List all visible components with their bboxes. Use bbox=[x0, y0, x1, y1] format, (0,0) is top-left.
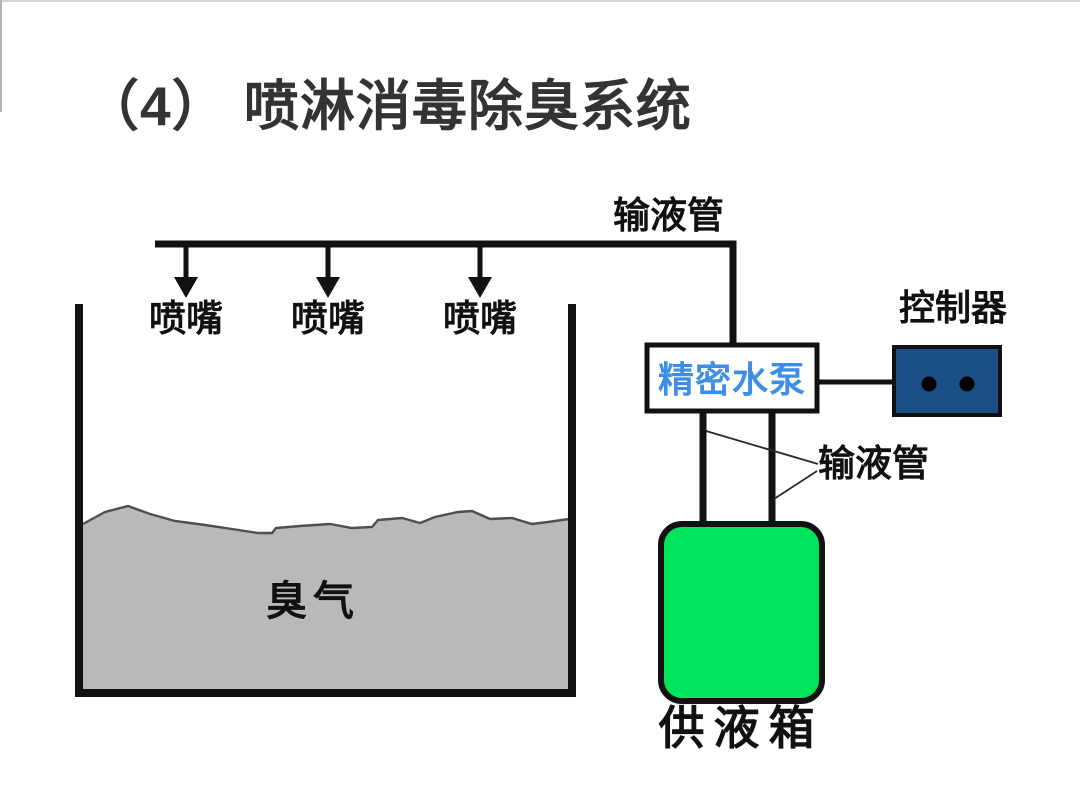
nozzle-arrow-3 bbox=[468, 247, 492, 298]
supply-pipe-lower-label: 输液管 bbox=[818, 443, 929, 484]
controller-dot-left bbox=[921, 376, 937, 392]
page-edge-top-line bbox=[0, 0, 1080, 2]
page-edge-left-line bbox=[0, 0, 2, 112]
supply-tank-box bbox=[658, 521, 825, 704]
pump-label: 精密水泵 bbox=[657, 359, 806, 400]
nozzle-label-1: 喷嘴 bbox=[149, 298, 223, 339]
nozzle-arrow-2 bbox=[316, 247, 340, 298]
pipe-label-leader-lower bbox=[773, 470, 818, 500]
nozzle-label-2: 喷嘴 bbox=[291, 298, 365, 339]
pipe-label-leader-upper bbox=[705, 430, 819, 465]
supply-pipe-top-line bbox=[155, 240, 737, 346]
controller-box bbox=[892, 345, 1002, 417]
odor-gas-label: 臭气 bbox=[266, 578, 360, 624]
supply-pipe-top-label: 输液管 bbox=[613, 195, 724, 236]
gas-surface-line bbox=[82, 504, 570, 535]
supply-tank-label: 供液箱 bbox=[658, 702, 824, 754]
controller-dot-right bbox=[959, 376, 975, 392]
controller-label: 控制器 bbox=[898, 287, 1008, 328]
pump-box bbox=[644, 342, 820, 414]
page-title: （4） 喷淋消毒除臭系统 bbox=[84, 75, 692, 137]
nozzle-label-3: 喷嘴 bbox=[443, 298, 517, 339]
odor-tank-walls bbox=[75, 304, 576, 697]
odor-gas-fill bbox=[83, 506, 569, 690]
nozzle-arrow-1 bbox=[174, 247, 198, 298]
